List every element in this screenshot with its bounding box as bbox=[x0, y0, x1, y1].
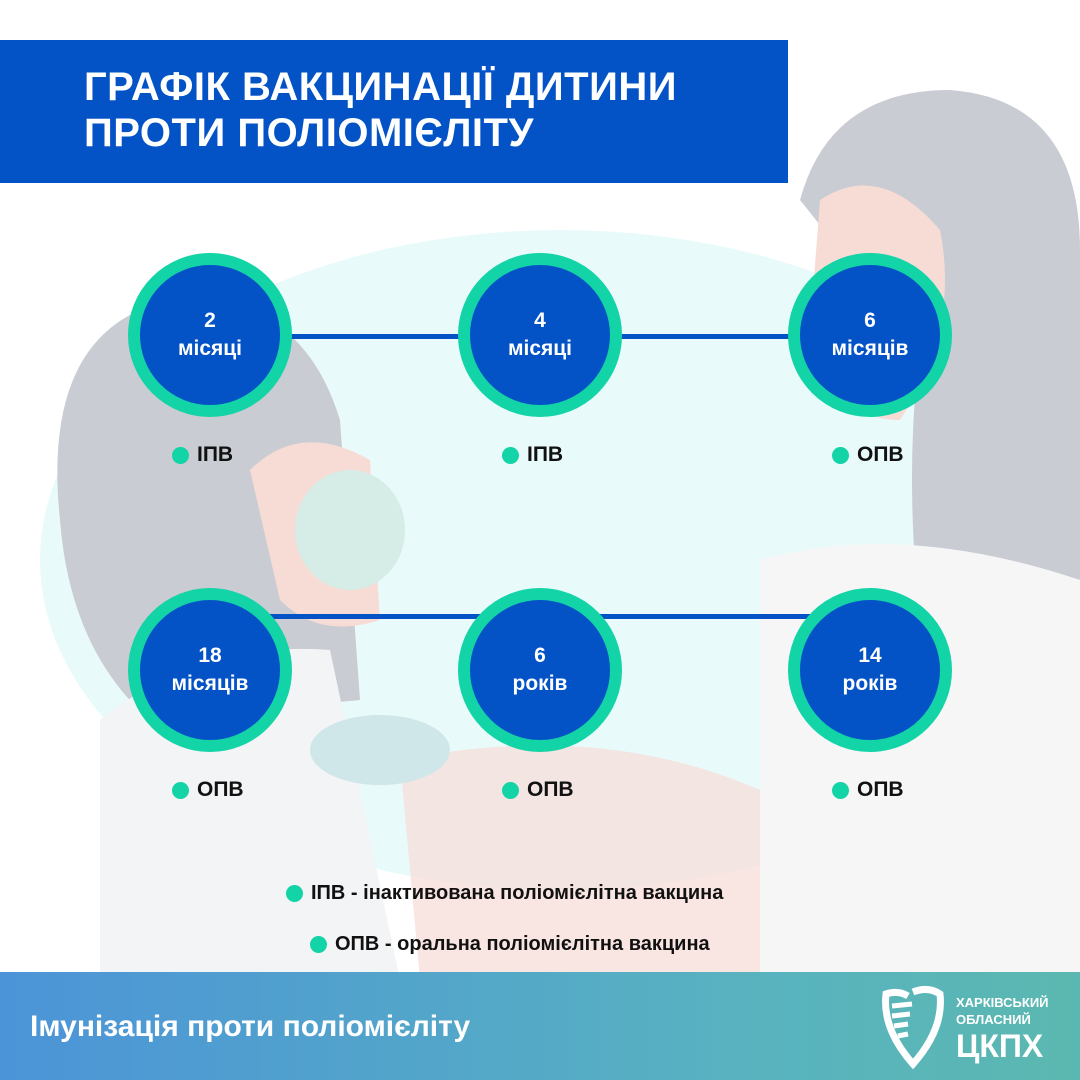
schedule-circle-2-months: 2 місяці bbox=[128, 253, 292, 417]
vaccine-text: ОПВ bbox=[527, 778, 574, 801]
vaccine-text: ІПВ bbox=[197, 443, 234, 466]
title-line-1: ГРАФІК ВАКЦИНАЦІЇ ДИТИНИ bbox=[84, 65, 677, 109]
dot-icon bbox=[502, 446, 519, 464]
dot-icon bbox=[172, 781, 189, 799]
age-unit: місяці bbox=[177, 337, 243, 360]
schedule-circle-14-years: 14 років bbox=[788, 588, 952, 752]
age-unit: місяці bbox=[507, 337, 573, 360]
vaccine-label: ІПВ bbox=[172, 443, 233, 467]
dot-icon bbox=[286, 885, 303, 902]
footer: Імунізація проти поліомієліту ХАРКІВСЬКИ… bbox=[0, 972, 1080, 1080]
legend-text: ІПВ - інактивована поліомієлітна вакцина bbox=[311, 882, 724, 904]
logo-abbreviation: ЦКПХ bbox=[956, 1028, 1044, 1064]
shield-logo-icon bbox=[882, 985, 944, 1069]
title-line-2: ПРОТИ ПОЛІОМІЄЛІТУ bbox=[84, 111, 534, 155]
dot-icon bbox=[310, 936, 327, 953]
age-unit: років bbox=[512, 672, 568, 695]
vaccine-label: ОПВ bbox=[832, 778, 904, 802]
schedule-circle-6-years: 6 років bbox=[458, 588, 622, 752]
dot-icon bbox=[832, 781, 849, 799]
vaccine-text: ОПВ bbox=[857, 443, 904, 466]
legend-opv: ОПВ - оральна поліомієлітна вакцина bbox=[310, 933, 710, 956]
footer-text: Імунізація проти поліомієліту bbox=[30, 1010, 471, 1043]
dot-icon bbox=[832, 446, 849, 464]
page-title: ГРАФІК ВАКЦИНАЦІЇ ДИТИНИ ПРОТИ ПОЛІОМІЄЛ… bbox=[0, 40, 788, 183]
dot-icon bbox=[502, 781, 519, 799]
age-unit: місяців bbox=[831, 337, 909, 360]
dot-icon bbox=[172, 446, 189, 464]
vaccine-label: ОПВ bbox=[832, 443, 904, 467]
vaccine-label: ОПВ bbox=[502, 778, 574, 802]
vaccine-label: ОПВ bbox=[172, 778, 244, 802]
schedule-circle-4-months: 4 місяці bbox=[458, 253, 622, 417]
legend-ipv: ІПВ - інактивована поліомієлітна вакцина bbox=[286, 882, 723, 905]
age-unit: місяців bbox=[171, 672, 249, 695]
legend-text: ОПВ - оральна поліомієлітна вакцина bbox=[335, 933, 710, 955]
age-number: 6 bbox=[864, 309, 876, 332]
age-number: 2 bbox=[204, 309, 216, 332]
schedule-circle-18-months: 18 місяців bbox=[128, 588, 292, 752]
age-number: 4 bbox=[534, 309, 546, 332]
schedule-circle-6-months: 6 місяців bbox=[788, 253, 952, 417]
age-number: 18 bbox=[198, 644, 222, 667]
age-unit: років bbox=[842, 672, 898, 695]
vaccine-text: ОПВ bbox=[197, 778, 244, 801]
age-number: 14 bbox=[858, 644, 882, 667]
vaccine-label: ІПВ bbox=[502, 443, 563, 467]
vaccine-text: ІПВ bbox=[527, 443, 564, 466]
age-number: 6 bbox=[534, 644, 546, 667]
vaccine-text: ОПВ bbox=[857, 778, 904, 801]
